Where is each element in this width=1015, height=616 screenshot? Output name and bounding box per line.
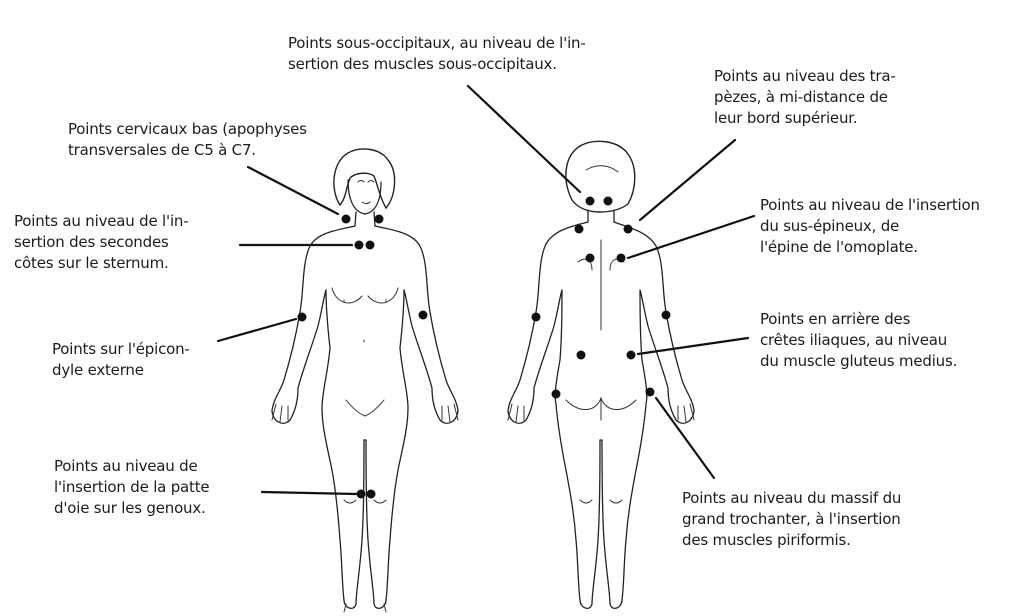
point-supraspinatus-right <box>616 253 626 263</box>
leader-cretes-iliaques <box>636 336 750 356</box>
label-grand-trochanter: Points au niveau du massif du grand troc… <box>682 489 902 549</box>
label-epicondyle: Points sur l'épicon- dyle externe <box>52 340 190 379</box>
label-sus-epineux: Points au niveau de l'insertion du sus-é… <box>760 196 980 256</box>
point-supraspinatus-left <box>585 253 595 263</box>
point-cervical-left <box>341 214 351 224</box>
point-trochanter-left <box>551 389 561 399</box>
point-occipital-right <box>603 196 613 206</box>
point-epicondyle-right <box>418 310 428 320</box>
leader-grand-trochanter <box>654 396 716 480</box>
front-body-figure <box>271 148 459 613</box>
point-gluteal-left <box>576 350 586 360</box>
point-trochanter-right <box>645 387 655 397</box>
point-second-rib-right <box>365 240 375 250</box>
leader-patte-oie <box>260 490 358 496</box>
label-trapezes: Points au niveau des tra- pèzes, à mi-di… <box>714 67 896 127</box>
label-patte-oie: Points au niveau de l'insertion de la pa… <box>54 457 210 517</box>
leader-cervicaux <box>246 165 340 216</box>
point-occipital-left <box>585 196 595 206</box>
tender-points <box>297 196 671 499</box>
point-gluteal-right <box>626 350 636 360</box>
leader-lines <box>216 84 756 496</box>
label-cretes-iliaques: Points en arrière des crêtes iliaques, a… <box>760 310 958 370</box>
leader-sus-epineux <box>626 214 756 260</box>
leader-sous-occipitaux <box>466 84 582 194</box>
point-knee-right <box>366 489 376 499</box>
leader-trapezes <box>638 138 737 222</box>
point-trapezius-right <box>623 224 633 234</box>
point-epicondyle-left <box>297 312 307 322</box>
point-knee-left <box>356 489 366 499</box>
label-sous-occipitaux: Points sous-occipitaux, au niveau de l'i… <box>288 34 586 73</box>
label-cervicaux: Points cervicaux bas (apophyses transver… <box>68 120 307 159</box>
back-body-figure <box>507 140 695 609</box>
point-cervical-right <box>374 214 384 224</box>
point-trapezius-left <box>574 224 584 234</box>
label-secondes-cotes: Points au niveau de l'in- sertion des se… <box>14 212 189 272</box>
point-back-epicondyle-left <box>531 312 541 322</box>
point-back-epicondyle-right <box>661 310 671 320</box>
point-second-rib-left <box>354 240 364 250</box>
leader-epicondyle <box>216 317 298 343</box>
